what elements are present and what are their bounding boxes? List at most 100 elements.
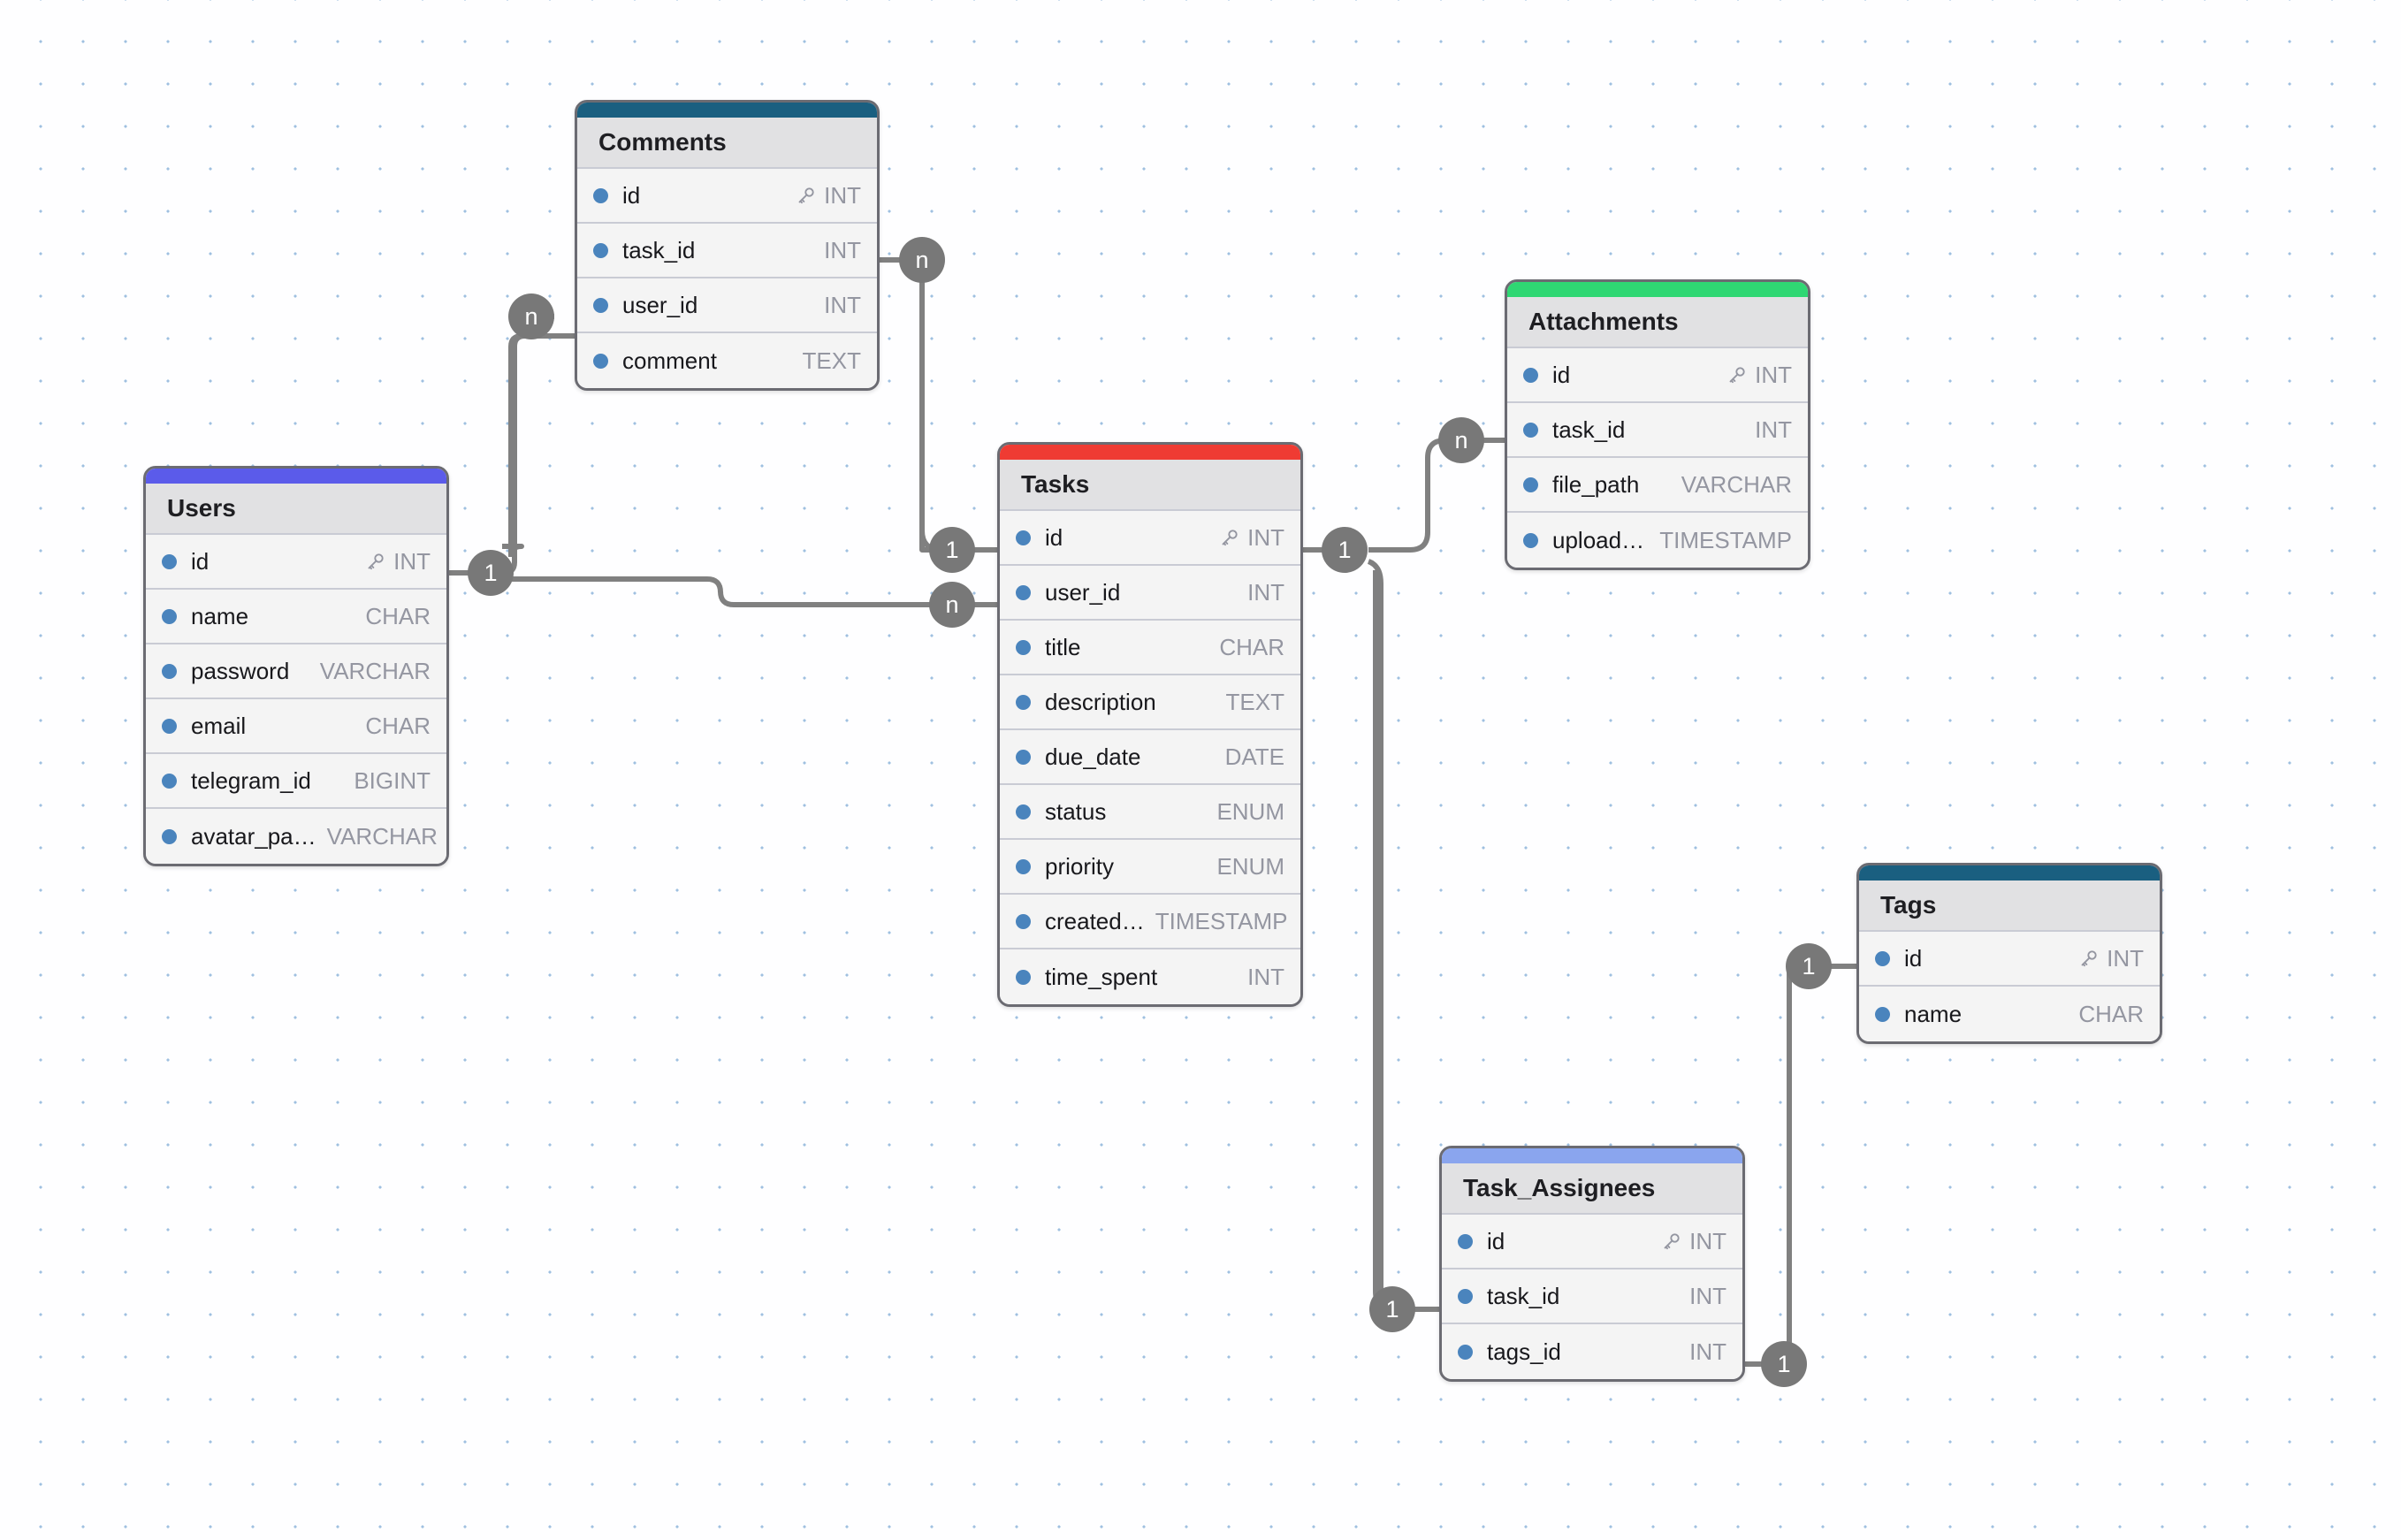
- field-name: user_id: [1045, 578, 1121, 606]
- field-type: DATE: [1224, 743, 1284, 770]
- field-bullet-icon: [1016, 969, 1031, 985]
- field-name: description: [1045, 688, 1156, 715]
- field-bullet-icon: [593, 187, 608, 203]
- field-type: CHAR: [2078, 1000, 2144, 1027]
- field-row[interactable]: id INT: [1442, 1215, 1742, 1269]
- field-type: INT: [393, 547, 431, 575]
- field-bullet-icon: [593, 297, 608, 313]
- field-bullet-icon: [1016, 639, 1031, 655]
- field-type: INT: [1247, 578, 1284, 606]
- field-type: VARCHAR: [1681, 470, 1792, 498]
- cardinality-badge[interactable]: 1: [1322, 527, 1368, 573]
- field-name: time_spent: [1045, 963, 1158, 990]
- field-row[interactable]: description TEXT: [1000, 675, 1300, 730]
- cardinality-badge[interactable]: n: [508, 294, 554, 339]
- field-name: task_id: [1552, 415, 1626, 443]
- entity-title: Tasks: [1000, 460, 1300, 511]
- field-name: telegram_id: [191, 766, 311, 794]
- cardinality-badge[interactable]: 1: [1786, 943, 1832, 989]
- field-name: id: [1487, 1227, 1505, 1254]
- field-row[interactable]: name CHAR: [1859, 987, 2160, 1041]
- field-row[interactable]: task_id INT: [1507, 403, 1808, 458]
- cardinality-badge[interactable]: n: [1438, 417, 1484, 463]
- field-name: id: [622, 181, 641, 209]
- entity-accent-bar: [1859, 865, 2160, 881]
- field-name: id: [1045, 523, 1063, 551]
- field-name: avatar_pa…: [191, 822, 316, 850]
- primary-key-icon: [796, 185, 817, 206]
- field-bullet-icon: [1458, 1233, 1473, 1249]
- field-row[interactable]: avatar_pa…VARCHAR: [146, 809, 446, 864]
- entity-title: Users: [146, 484, 446, 535]
- field-name: id: [1904, 944, 1923, 972]
- cardinality-badge[interactable]: n: [929, 582, 975, 628]
- field-bullet-icon: [1016, 749, 1031, 765]
- cardinality-badge[interactable]: 1: [929, 527, 975, 573]
- field-bullet-icon: [1875, 950, 1890, 966]
- field-type: INT: [1689, 1227, 1726, 1254]
- field-type: TEXT: [1225, 688, 1284, 715]
- field-bullet-icon: [162, 773, 177, 789]
- cardinality-badge[interactable]: n: [899, 237, 945, 283]
- primary-key-icon: [365, 551, 386, 572]
- field-name: priority: [1045, 852, 1115, 880]
- wire-users-comments: [449, 314, 554, 576]
- field-row[interactable]: telegram_id BIGINT: [146, 754, 446, 809]
- field-row[interactable]: user_id INT: [1000, 566, 1300, 621]
- field-type: INT: [1689, 1338, 1726, 1365]
- entity-title: Task_Assignees: [1442, 1163, 1742, 1215]
- entity-accent-bar: [1442, 1148, 1742, 1163]
- cardinality-badge[interactable]: 1: [468, 550, 514, 596]
- field-row[interactable]: created…TIMESTAMP: [1000, 895, 1300, 949]
- field-bullet-icon: [1523, 476, 1538, 492]
- cardinality-badge[interactable]: 1: [1369, 1286, 1415, 1332]
- field-type: CHAR: [365, 602, 431, 629]
- wire-comments-tasks: [880, 257, 952, 553]
- field-type: INT: [824, 236, 861, 263]
- field-name: created…: [1045, 907, 1145, 934]
- field-name: name: [1904, 1000, 1963, 1027]
- entity-title: Attachments: [1507, 297, 1808, 348]
- field-name: id: [1552, 361, 1571, 388]
- field-bullet-icon: [162, 553, 177, 569]
- field-bullet-icon: [162, 718, 177, 734]
- field-type: TEXT: [802, 347, 861, 374]
- field-type: TIMESTAMP: [1659, 526, 1792, 553]
- field-row[interactable]: upload…TIMESTAMP: [1507, 513, 1808, 568]
- field-name: task_id: [1487, 1282, 1560, 1309]
- field-type: VARCHAR: [319, 657, 431, 684]
- field-bullet-icon: [1458, 1288, 1473, 1304]
- field-type: BIGINT: [354, 766, 431, 794]
- cardinality-badge[interactable]: 1: [1761, 1341, 1807, 1387]
- field-name: email: [191, 712, 247, 739]
- primary-key-icon: [2078, 948, 2100, 969]
- field-type: INT: [1755, 415, 1792, 443]
- entity-accent-bar: [577, 103, 877, 118]
